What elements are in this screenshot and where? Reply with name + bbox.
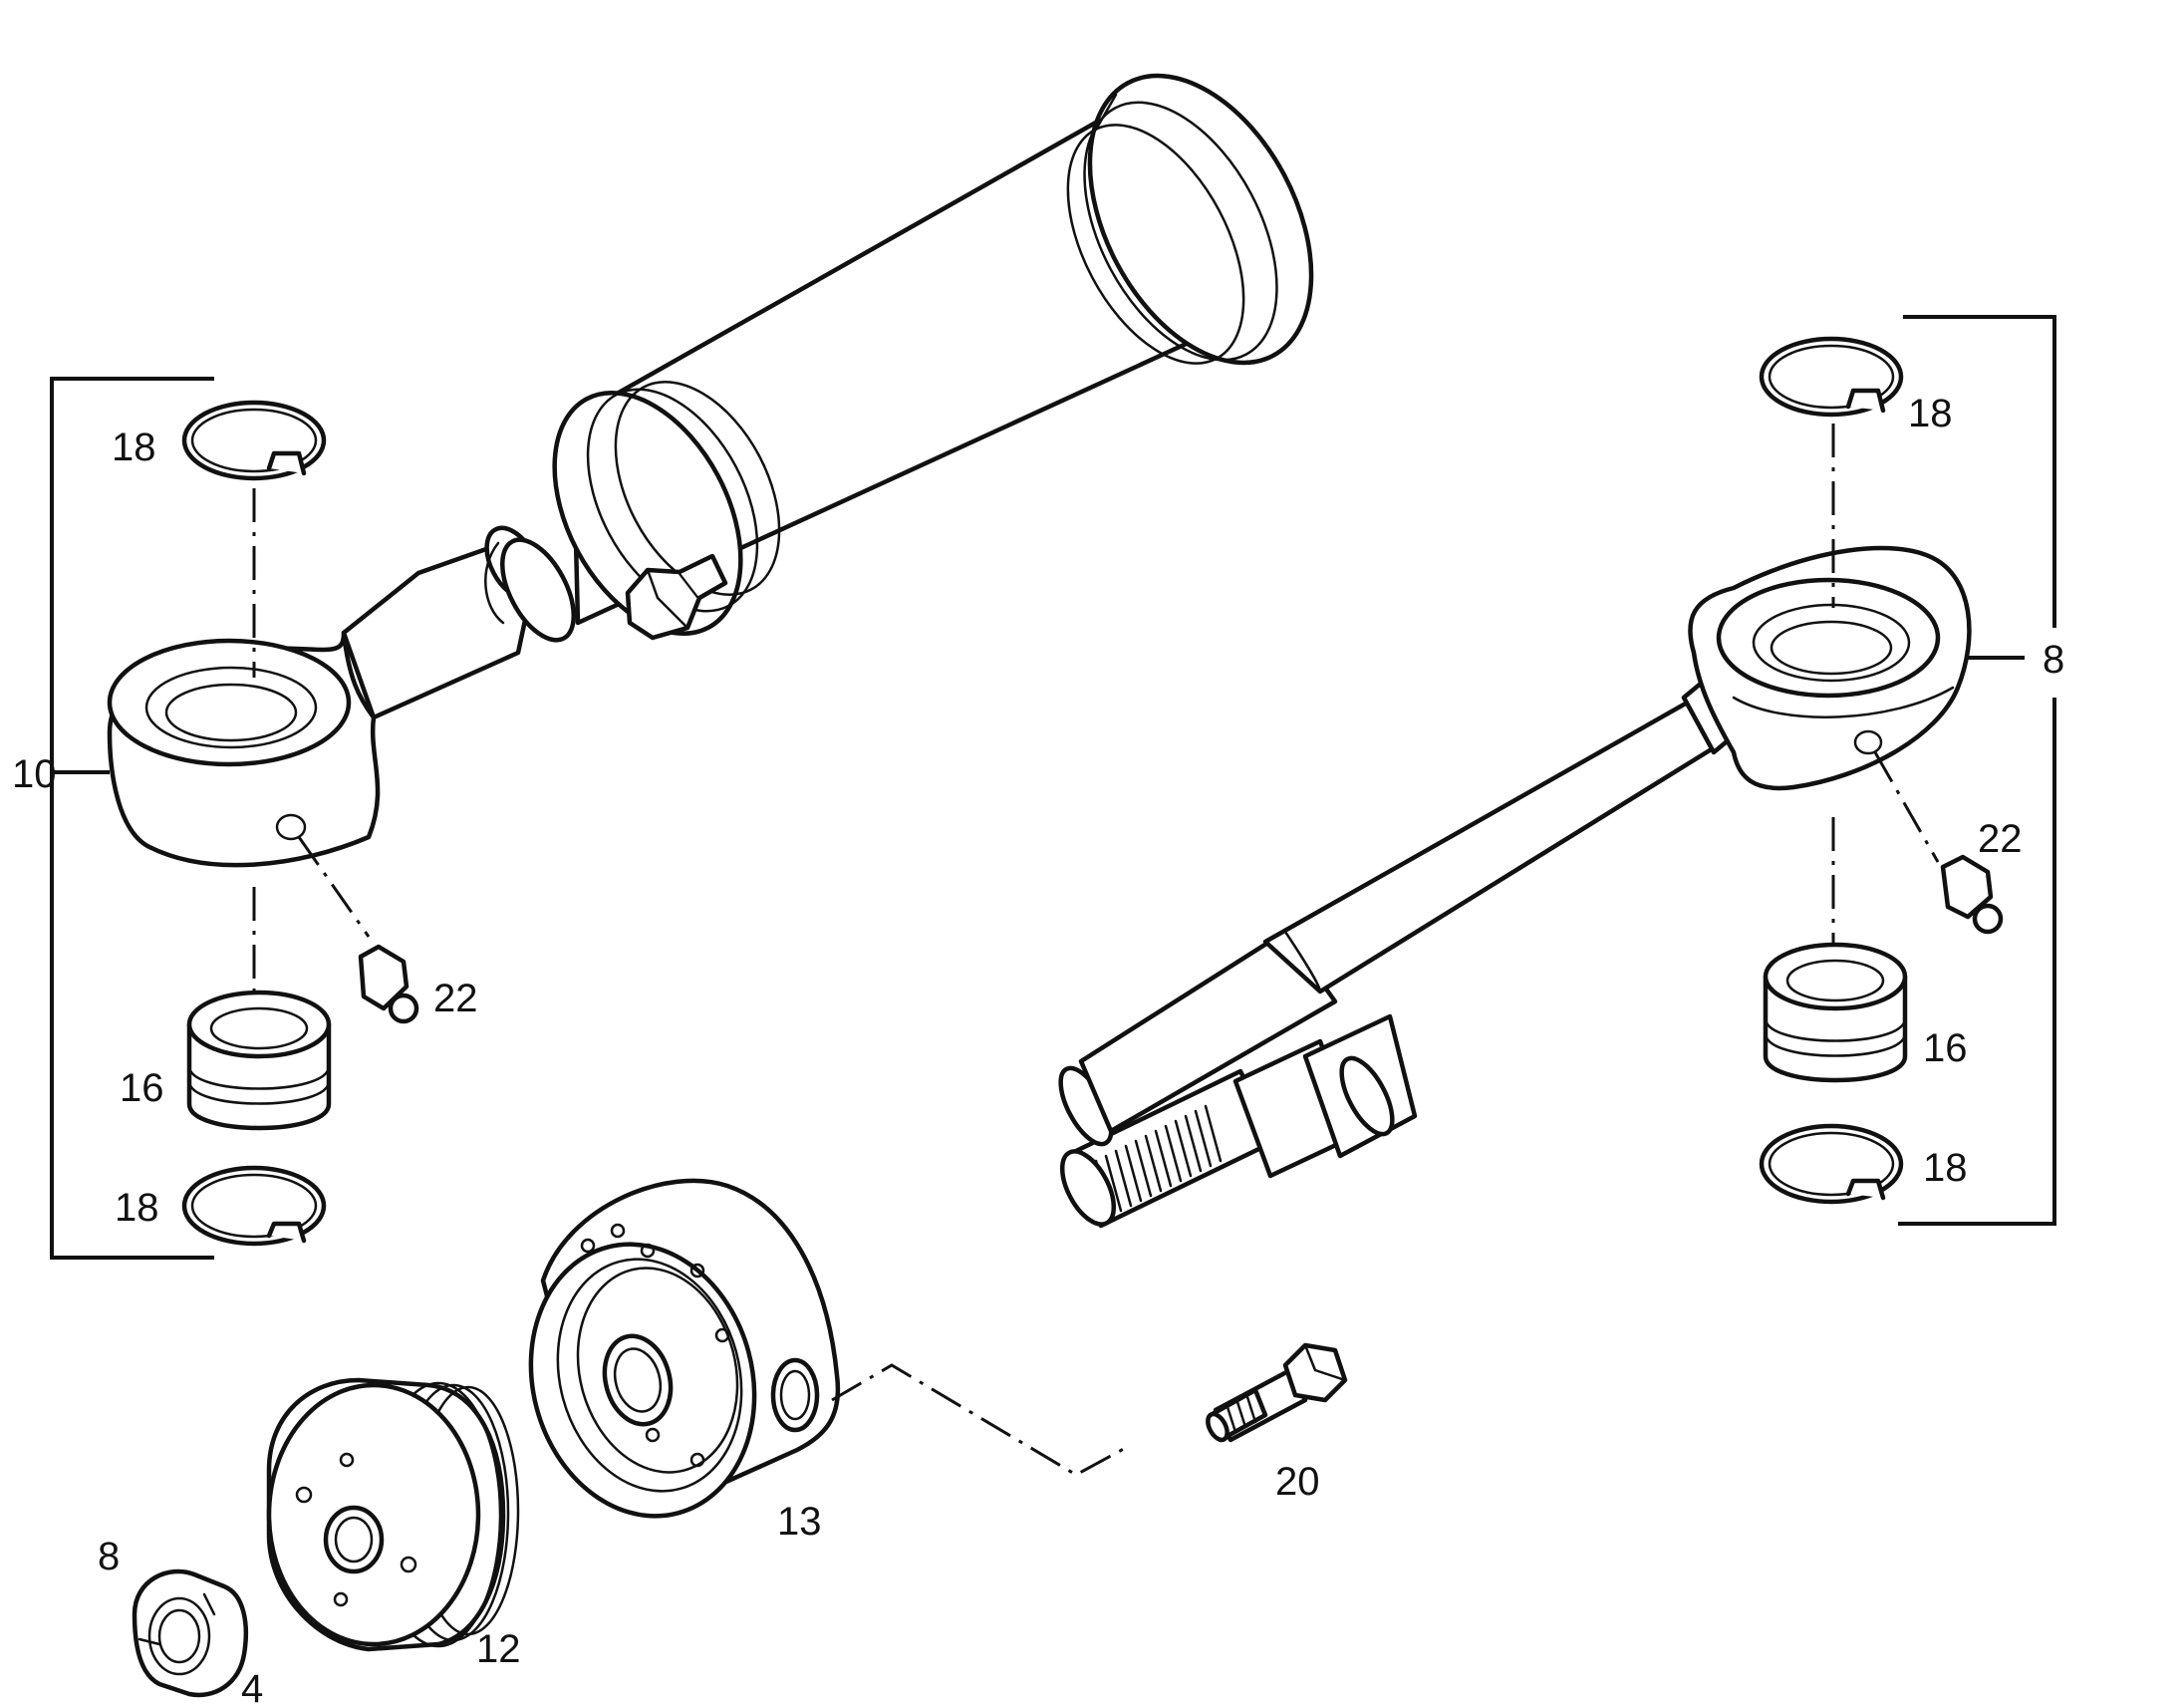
callout-10: 10 [12, 752, 57, 796]
callout-13: 13 [777, 1500, 822, 1544]
callout-22-right: 22 [1978, 817, 2023, 861]
callout-16-left: 16 [120, 1066, 164, 1110]
castle-nut [132, 1568, 249, 1698]
left-bushing [186, 990, 332, 1131]
callout-18-bottom-left: 18 [115, 1186, 159, 1230]
callout-18-top-right: 18 [1908, 392, 1953, 435]
left-snap-ring-bottom [181, 1165, 327, 1247]
left-assembly-bracket [50, 377, 214, 1260]
callout-8-nut: 8 [98, 1535, 120, 1578]
left-grease-nipple [358, 944, 419, 1024]
bolt-axis [831, 1363, 1132, 1477]
callout-16-right: 16 [1923, 1026, 1968, 1070]
left-rod-end [107, 525, 576, 868]
cylinder-barrel [552, 73, 1314, 637]
callout-8-rod: 8 [2043, 638, 2064, 682]
right-grease-nipple [1940, 854, 2004, 935]
right-snap-ring-top [1759, 336, 1904, 418]
callout-22-left: 22 [433, 977, 478, 1020]
right-grease-axis [1873, 751, 1940, 863]
callout-18-top-left: 18 [112, 426, 156, 469]
right-rod-end [1688, 545, 1972, 791]
callout-20: 20 [1275, 1460, 1320, 1504]
callout-18-bottom-right: 18 [1923, 1146, 1968, 1190]
left-grease-axis [297, 836, 371, 938]
callout-4: 4 [241, 1667, 263, 1706]
right-assembly-bracket [1898, 315, 2056, 1226]
piston-head [528, 1178, 841, 1519]
piston [266, 1377, 520, 1652]
right-bushing [1763, 942, 1908, 1083]
callout-12: 12 [476, 1627, 521, 1671]
grease-fitting-nut [625, 553, 728, 641]
bolt [1206, 1342, 1348, 1443]
right-piston-rod [1058, 645, 1776, 1229]
left-snap-ring-top [181, 400, 327, 481]
right-snap-ring-bottom [1759, 1123, 1904, 1205]
callout-labels: 10 18 16 18 22 18 8 22 16 18 13 20 12 8 … [12, 392, 2064, 1706]
